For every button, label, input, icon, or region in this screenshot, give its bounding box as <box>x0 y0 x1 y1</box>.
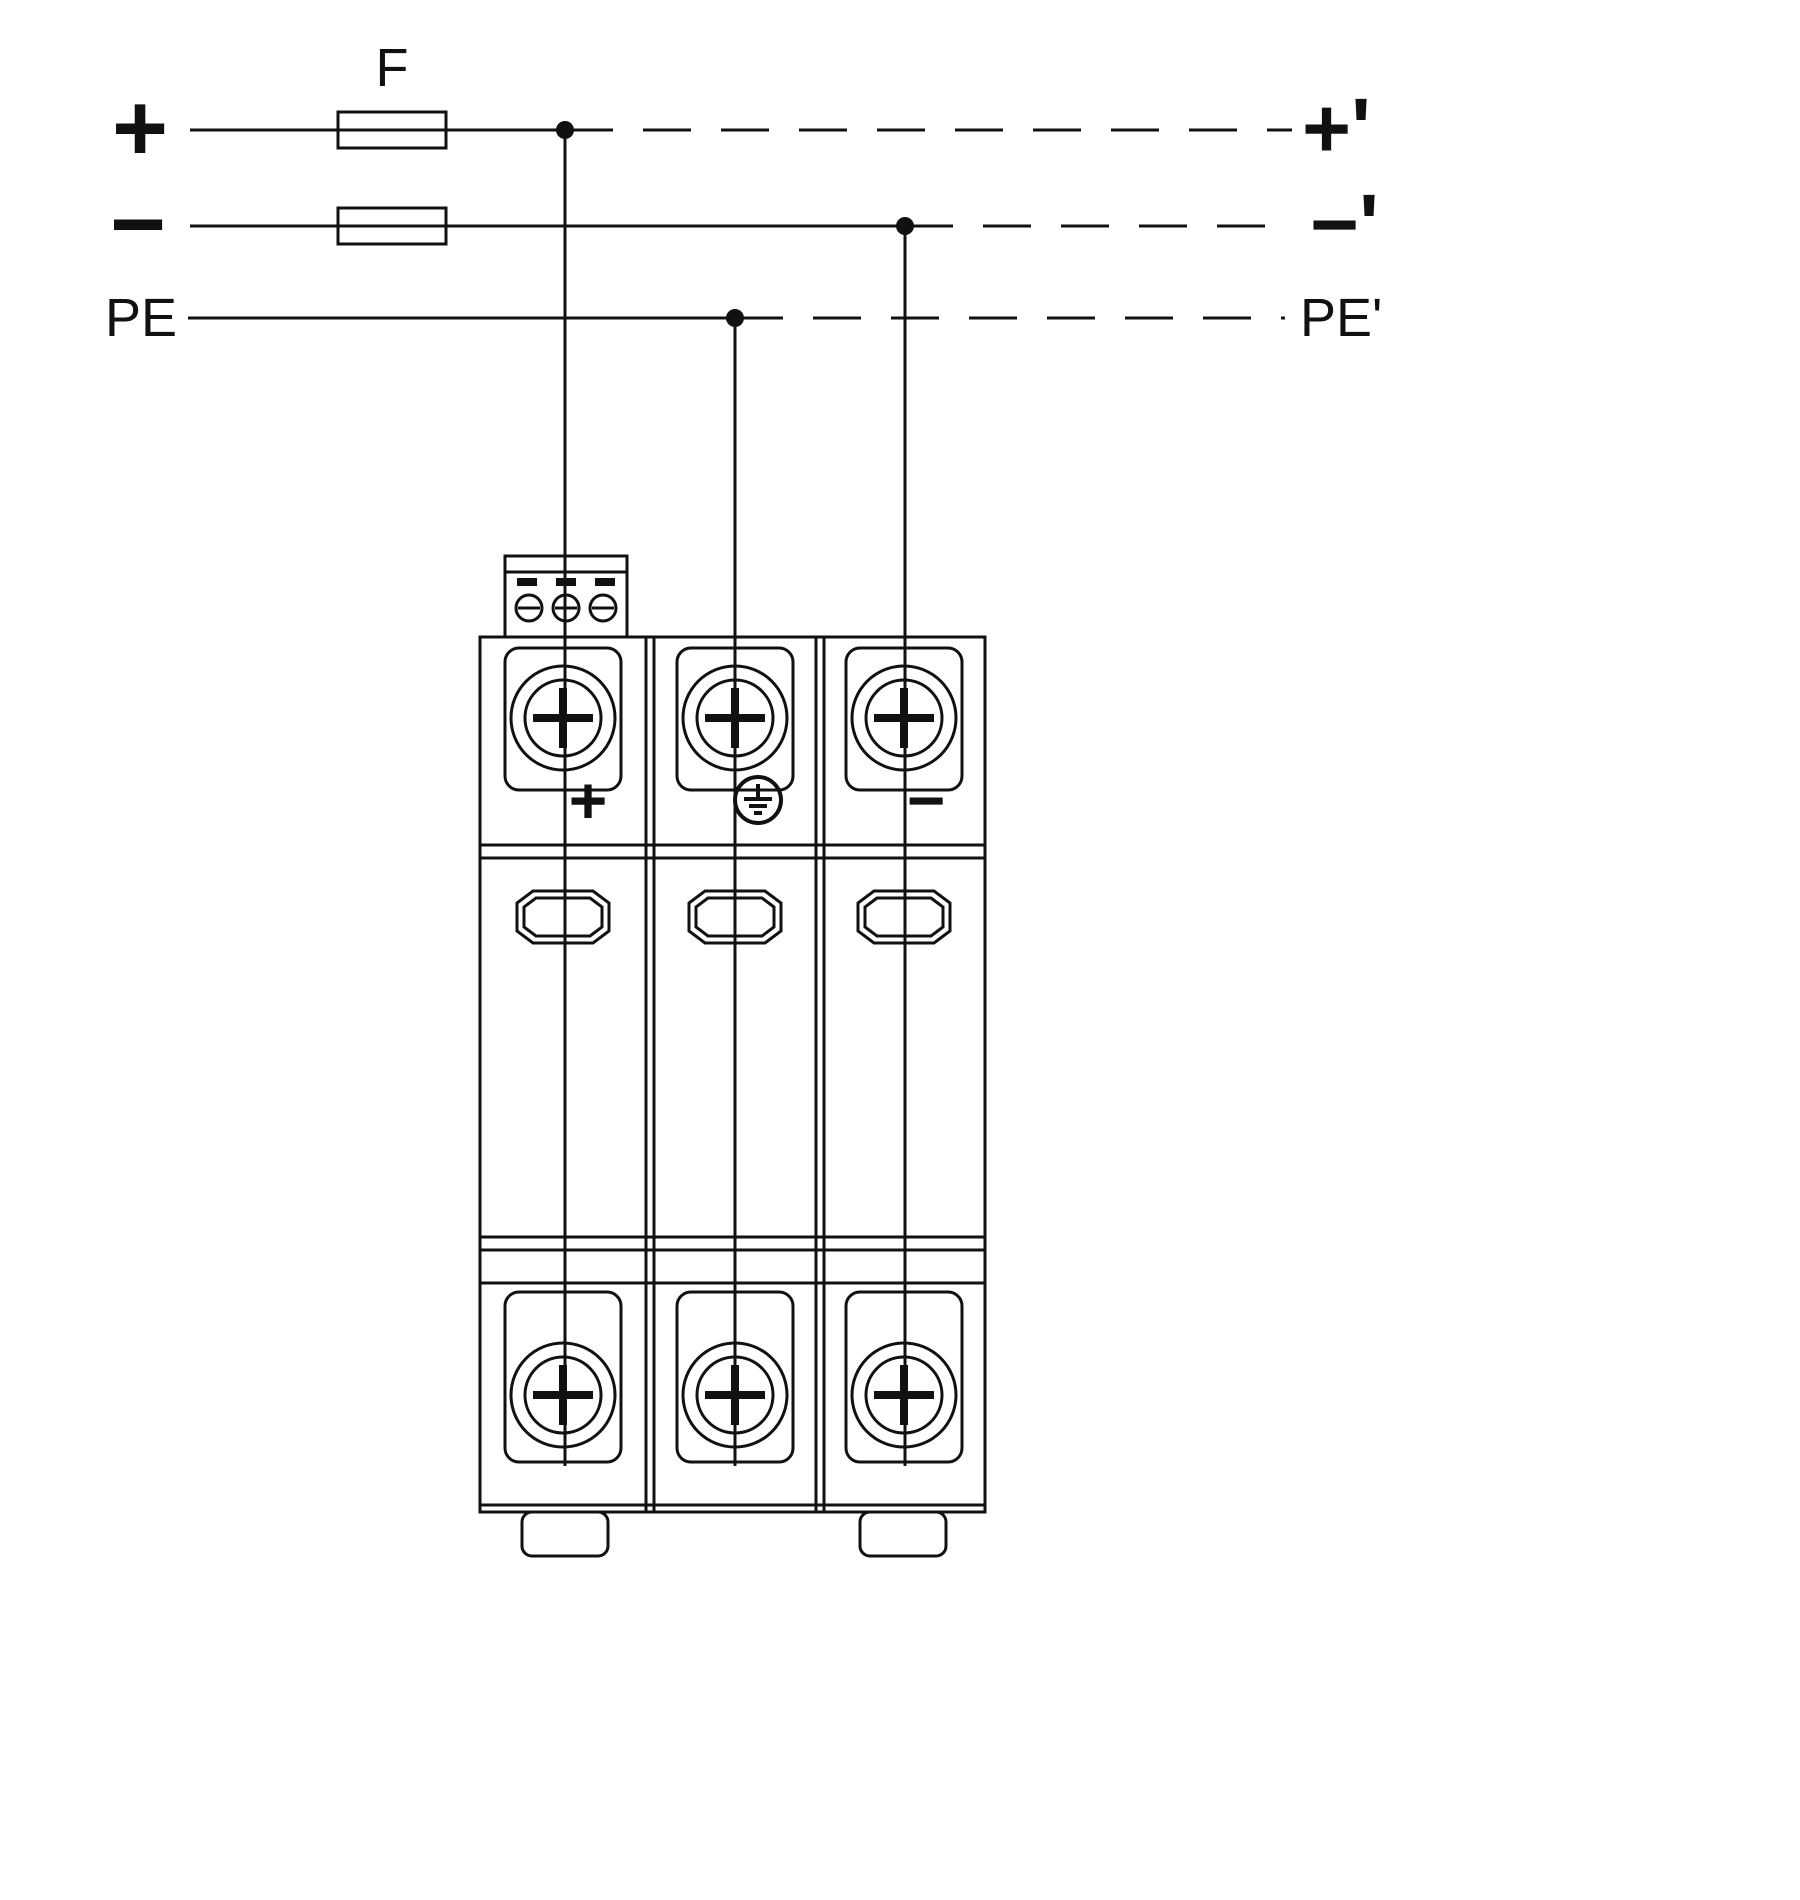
fuse-label: F <box>376 38 409 98</box>
status-window-2 <box>687 889 783 945</box>
input-plus-label: + <box>112 75 168 182</box>
device-body <box>478 635 987 1514</box>
horizontal-wires <box>188 128 1292 320</box>
fuses <box>336 110 448 246</box>
junction-dots <box>556 121 914 327</box>
status-window-3 <box>856 889 952 945</box>
din-rail-feet <box>520 1510 948 1558</box>
earth-ground-icon <box>733 775 783 825</box>
screw-top-plus <box>509 664 617 772</box>
vertical-wires <box>563 130 907 1466</box>
output-plus-label: +' <box>1302 81 1371 175</box>
screw-bottom-plus <box>509 1341 617 1449</box>
status-window-1 <box>515 889 611 945</box>
status-windows <box>515 889 952 945</box>
fuse-plus-symbol <box>336 110 448 150</box>
input-pe-label: PE <box>105 288 177 348</box>
output-pe-label: PE' <box>1300 288 1382 348</box>
output-minus-label: −' <box>1310 177 1379 271</box>
device-plus-label: + <box>569 763 608 837</box>
module-separators <box>644 637 826 1512</box>
device-minus-label: − <box>907 763 946 837</box>
input-minus-label: − <box>110 171 166 278</box>
fuse-minus-symbol <box>336 206 448 246</box>
surge-protector-device <box>478 554 987 1558</box>
